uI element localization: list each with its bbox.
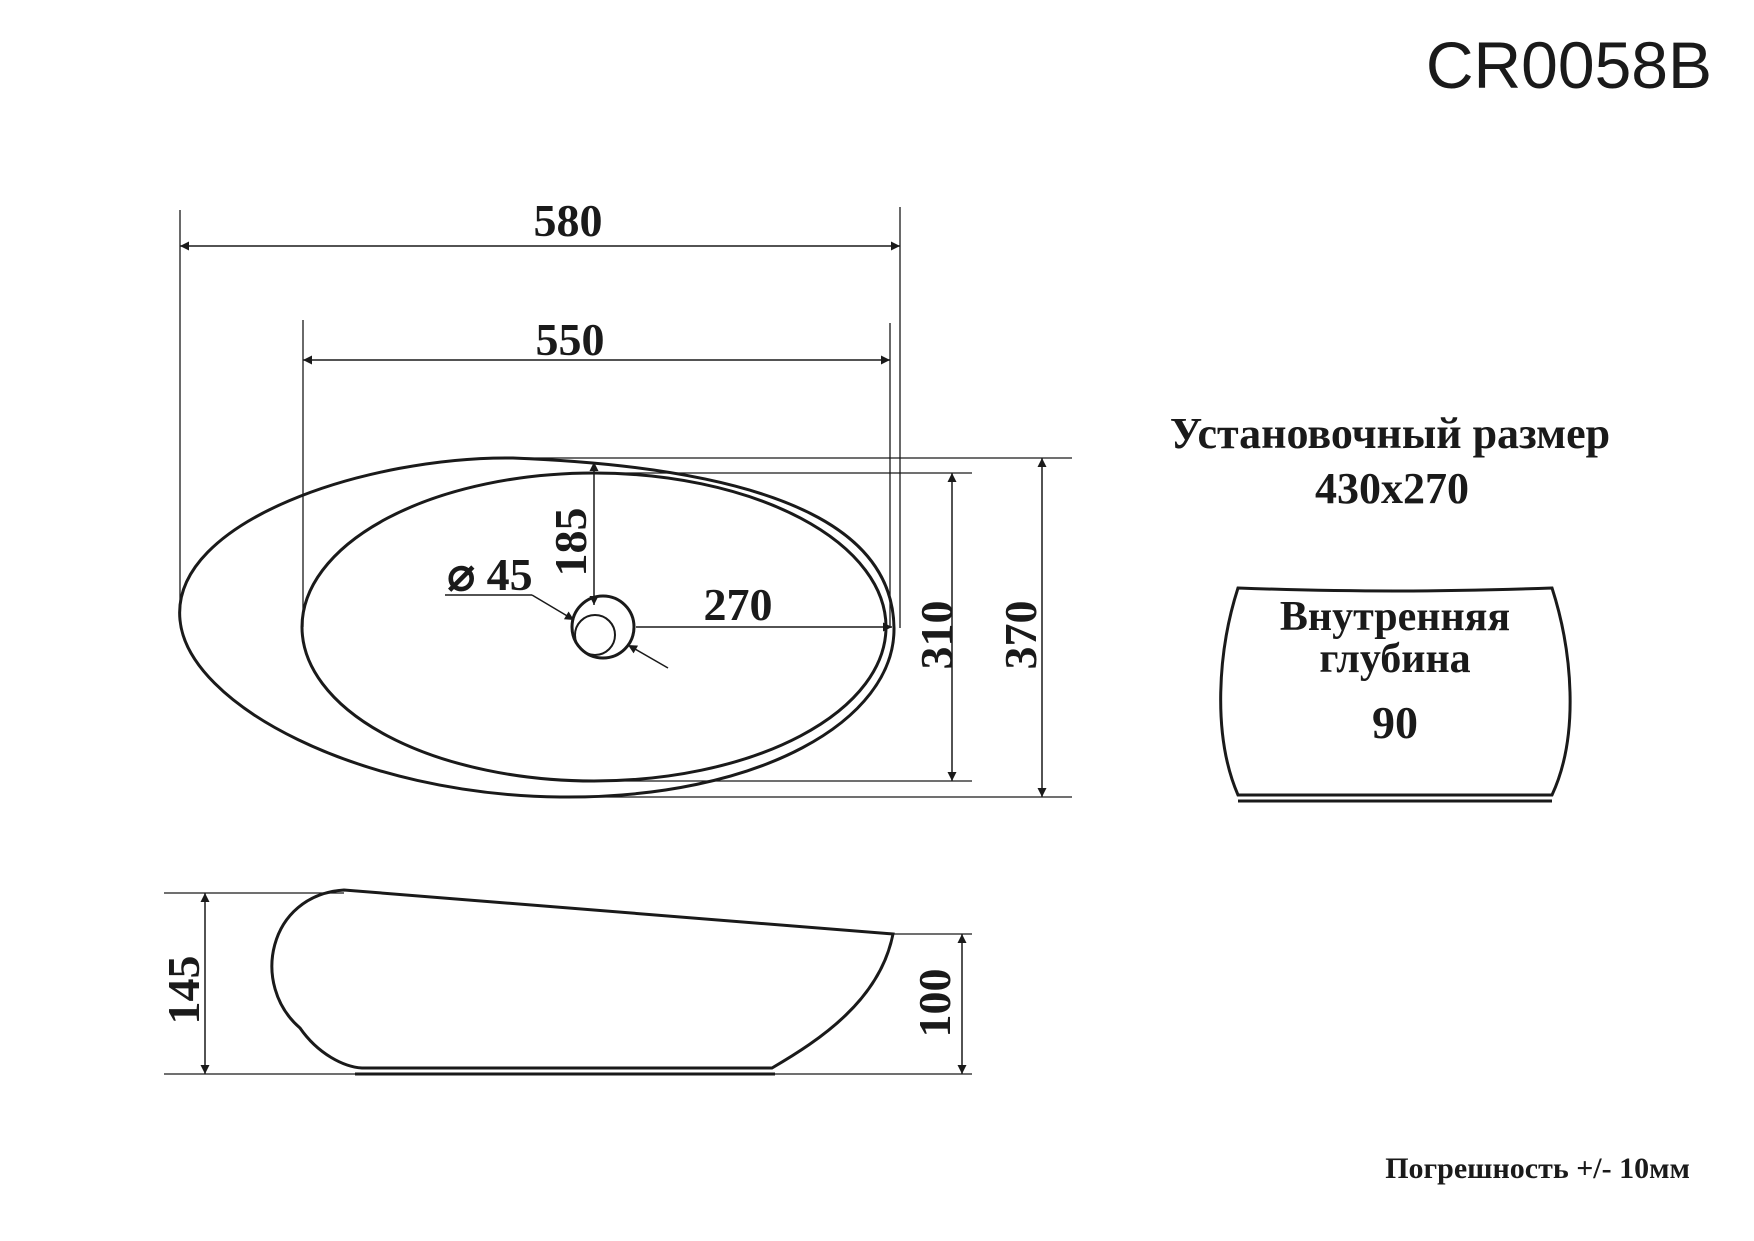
dim-270-label: 270 xyxy=(704,579,773,630)
inner-depth-profile xyxy=(1219,586,1572,803)
drain-hole xyxy=(570,594,636,660)
dim-100-label: 100 xyxy=(909,969,960,1038)
inner-depth-label-line1: Внутренняя xyxy=(1280,594,1510,640)
basin-side-outline xyxy=(270,888,895,1070)
diameter-45-label: ⌀ 45 xyxy=(447,549,532,600)
model-code: CR0058B xyxy=(1426,28,1712,102)
dim-370-label: 370 xyxy=(995,601,1046,670)
dim-550-label: 550 xyxy=(536,314,605,365)
dim-580-label: 580 xyxy=(534,195,603,246)
top-view: 580 550 185 270 ⌀ 45 310 370 xyxy=(178,195,1072,799)
diameter-leader xyxy=(445,594,669,669)
inner-depth-label-line2: глубина xyxy=(1319,636,1470,682)
extension-lines xyxy=(179,207,1072,798)
inner-depth-value: 90 xyxy=(1372,697,1418,748)
dim-185-label: 185 xyxy=(545,508,596,577)
installation-heading: Установочный размер xyxy=(1170,409,1610,458)
dim-145-label: 145 xyxy=(158,956,209,1025)
side-view: 145 100 xyxy=(158,888,972,1076)
dim-310-label: 310 xyxy=(911,601,962,670)
installation-value: 430x270 xyxy=(1315,464,1469,513)
tolerance-note: Погрешность +/- 10мм xyxy=(1385,1152,1690,1185)
